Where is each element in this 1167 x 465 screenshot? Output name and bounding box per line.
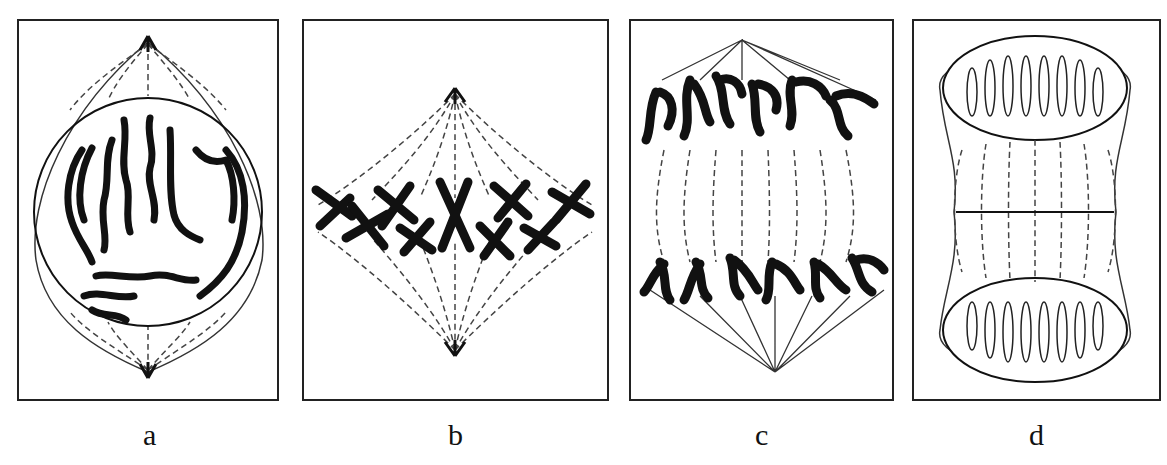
prophase-cell (34, 36, 263, 378)
panel-label: d (1029, 420, 1044, 450)
panel-label: a (143, 420, 156, 450)
panel-label: c (755, 420, 768, 450)
panel-frames (18, 20, 1160, 400)
panel-label: b (448, 420, 463, 450)
telophase-cell (940, 36, 1131, 382)
metaphase-cell (316, 88, 592, 356)
anaphase-cell (644, 40, 884, 372)
